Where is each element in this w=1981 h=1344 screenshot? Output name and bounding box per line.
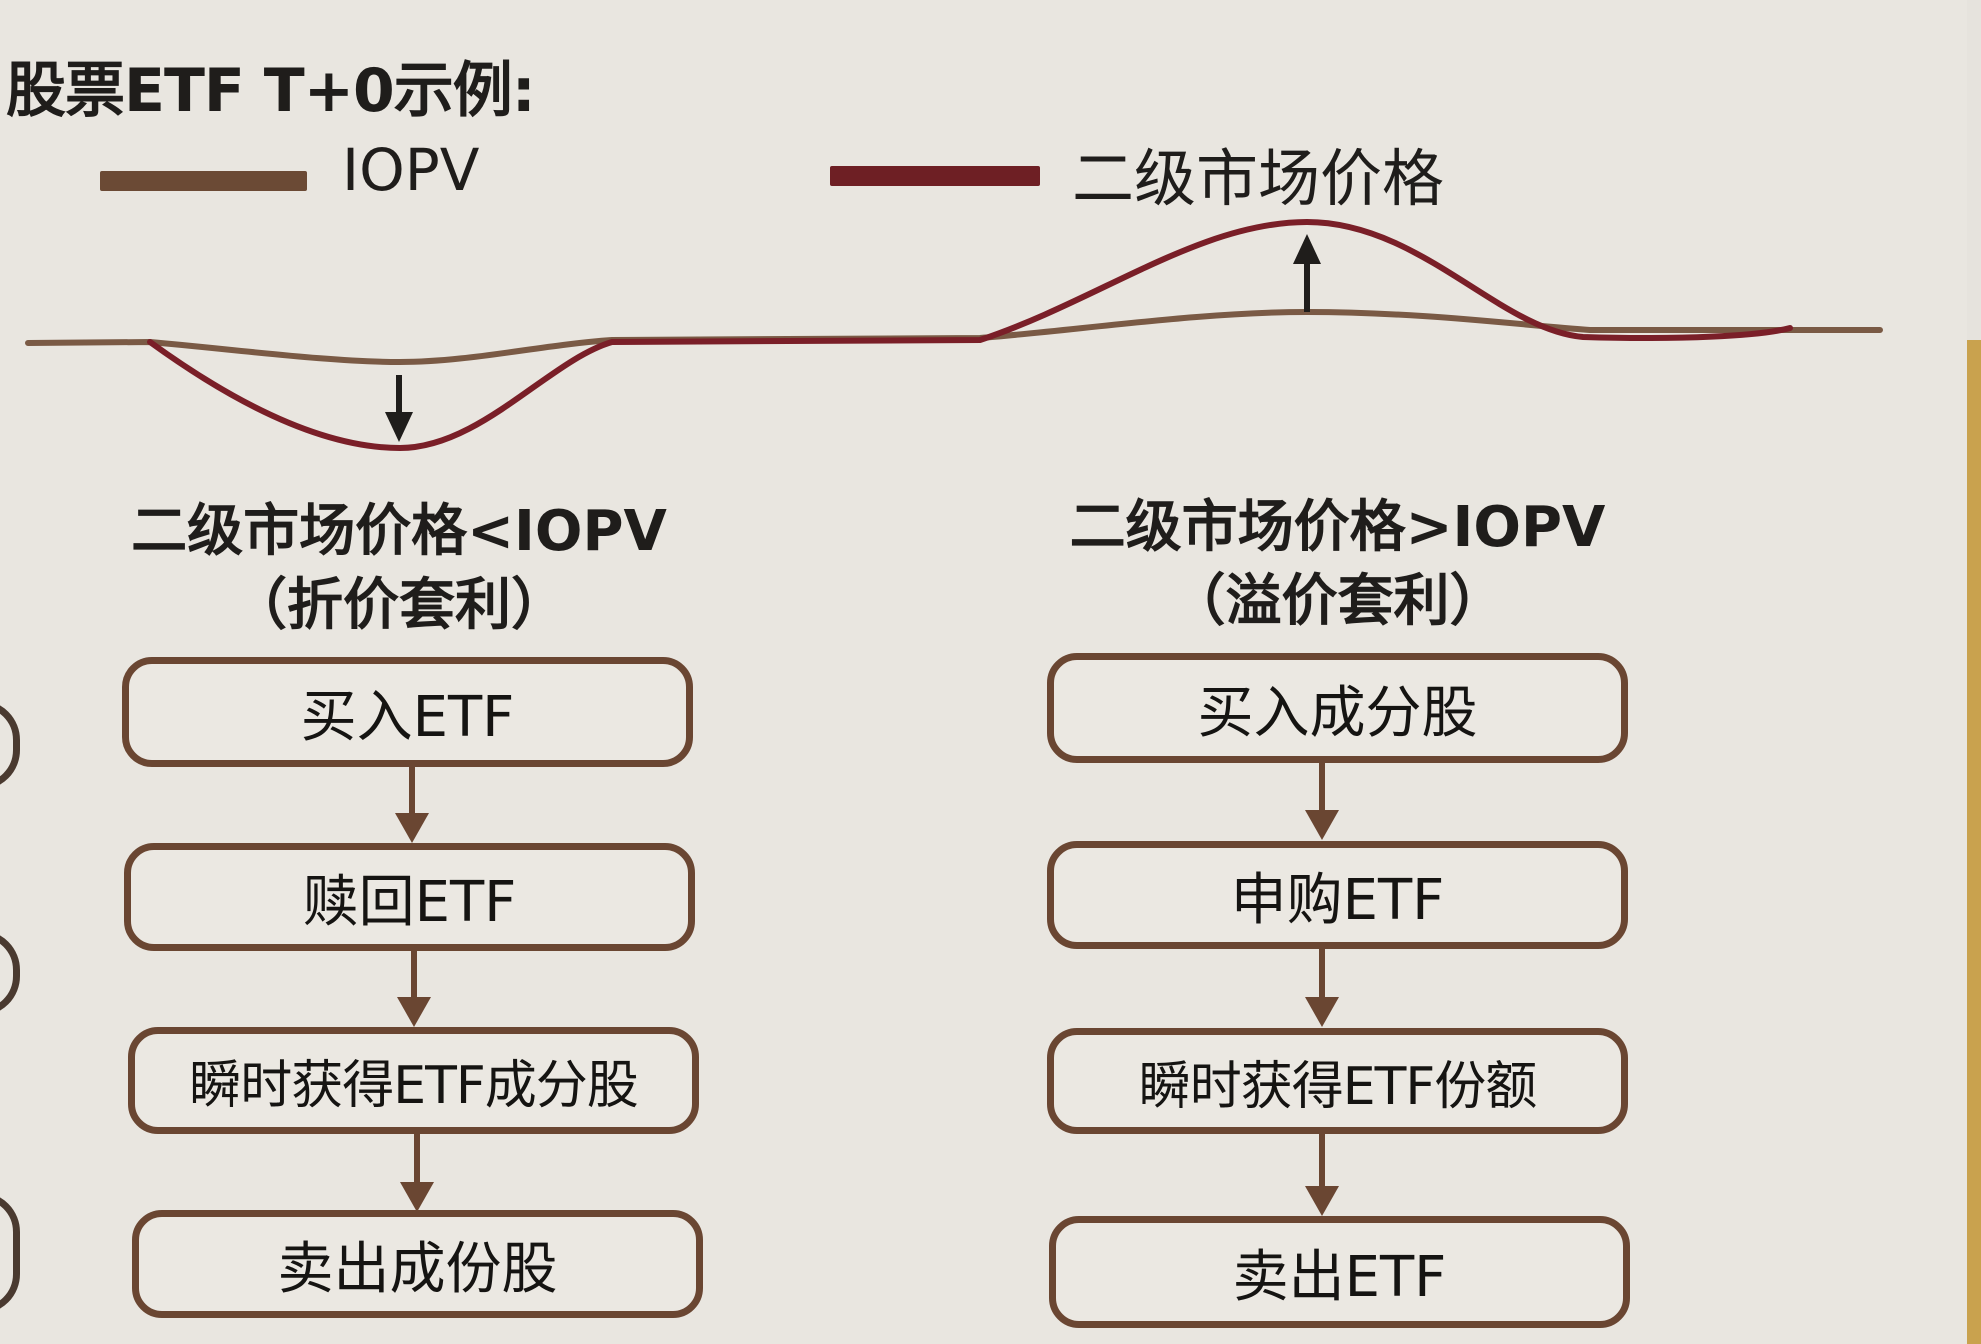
premium-step-4: 卖出ETF (1049, 1216, 1630, 1328)
arrow-down-icon (1305, 997, 1339, 1027)
step-label: 卖出成份股 (277, 1236, 558, 1302)
page-title: 股票ETF T+0示例: (6, 56, 536, 126)
market-price-line (147, 218, 1793, 452)
flow-arrow-line (1319, 949, 1325, 999)
arrow-down-icon (397, 997, 431, 1027)
price-curves-diagram (25, 218, 1883, 452)
discount-step-4: 卖出成份股 (132, 1210, 703, 1318)
step-label: 买入ETF (300, 684, 515, 750)
flow-arrow-line (411, 951, 417, 999)
iopv-legend-label: IOPV (342, 136, 480, 204)
discount-step-3: 瞬时获得ETF成分股 (128, 1027, 699, 1134)
market-price-legend-swatch (830, 166, 1040, 186)
page-edge (1967, 0, 1981, 340)
flow-arrow-line (409, 767, 415, 815)
arrow-down-icon (1305, 1186, 1339, 1216)
discount-step-1: 买入ETF (122, 657, 693, 767)
premium-step-3: 瞬时获得ETF份额 (1047, 1028, 1628, 1134)
premium-subheading: （溢价套利） (1169, 569, 1506, 634)
market-price-legend-label: 二级市场价格 (1072, 142, 1445, 215)
step-label: 申购ETF (1230, 867, 1445, 933)
discount-heading: 二级市场价格<IOPV (131, 499, 667, 564)
premium-step-1: 买入成分股 (1047, 653, 1628, 763)
step-label: 买入成分股 (1197, 680, 1478, 746)
premium-step-2: 申购ETF (1047, 841, 1628, 949)
premium-heading: 二级市场价格>IOPV (1069, 495, 1606, 560)
arrow-down-icon (400, 1182, 434, 1212)
step-label: 瞬时获得ETF份额 (1138, 1056, 1538, 1117)
table-surface-edge (1967, 340, 1981, 1344)
step-label: 赎回ETF (302, 869, 517, 935)
iopv-legend-swatch (100, 171, 307, 191)
discount-subheading: （折价套利） (231, 573, 567, 638)
step-label: 卖出ETF (1232, 1244, 1447, 1310)
arrow-down-icon (395, 813, 429, 843)
flow-arrow-line (1319, 1134, 1325, 1188)
discount-step-2: 赎回ETF (124, 843, 695, 951)
flow-arrow-line (1319, 763, 1325, 811)
flow-arrow-line (414, 1134, 420, 1184)
arrow-down-icon (1305, 810, 1339, 840)
step-label: 瞬时获得ETF成分股 (189, 1056, 639, 1116)
